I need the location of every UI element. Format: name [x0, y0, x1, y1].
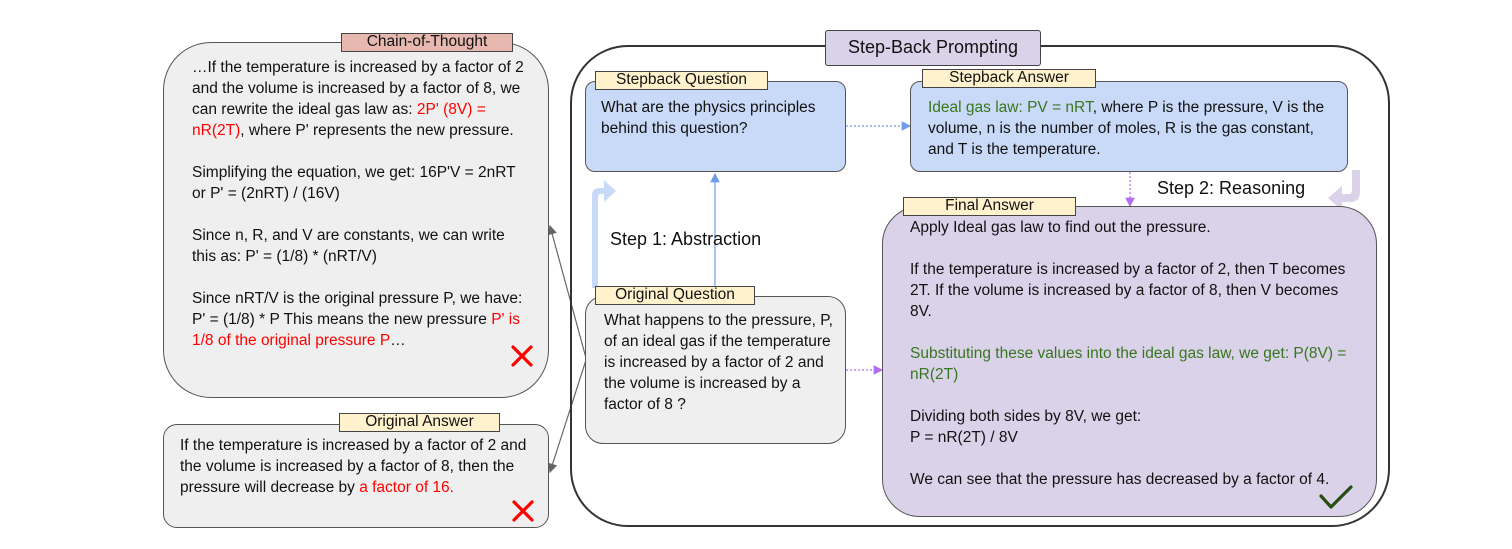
cot-paragraph-1: …If the temperature is increased by a fa… [192, 59, 524, 139]
original-question-box: What happens to the pressure, P, of an i… [585, 296, 846, 444]
step2-curved-arrow [1328, 170, 1360, 210]
cot-paragraph-2: Simplifying the equation, we get: 16P'V … [192, 164, 516, 202]
step1-abstraction-label: Step 1: Abstraction [610, 229, 762, 249]
arrow-to-original-answer [548, 359, 587, 474]
chain-of-thought-tag: Chain-of-Thought [341, 33, 513, 52]
arrow-to-chain-of-thought [547, 224, 587, 359]
original-answer-text: If the temperature is increased by a fac… [180, 437, 527, 496]
original-answer-tag: Original Answer [339, 413, 500, 432]
step1-curved-arrow [592, 180, 616, 288]
answer-wrong-x-icon [512, 500, 534, 522]
stepback-answer-box: Ideal gas law: PV = nRT, where P is the … [910, 81, 1348, 172]
stepback-question-tag: Stepback Question [595, 71, 768, 90]
chain-of-thought-box: …If the temperature is increased by a fa… [163, 42, 549, 398]
step-back-prompting-title: Step-Back Prompting [825, 30, 1041, 66]
cot-paragraph-4: Since nRT/V is the original pressure P, … [192, 290, 523, 349]
stepback-question-box: What are the physics principles behind t… [585, 81, 846, 172]
cot-wrong-x-icon [511, 345, 533, 367]
final-answer-box: Apply Ideal gas law to find out the pres… [882, 206, 1377, 517]
stepback-answer-tag: Stepback Answer [922, 69, 1096, 88]
step2-reasoning-label: Step 2: Reasoning [1157, 178, 1306, 198]
original-answer-box: If the temperature is increased by a fac… [163, 424, 549, 528]
correct-check-icon [1319, 485, 1353, 509]
final-answer-tag: Final Answer [903, 197, 1076, 216]
cot-paragraph-3: Since n, R, and V are constants, we can … [192, 227, 505, 265]
original-question-tag: Original Question [595, 286, 755, 305]
